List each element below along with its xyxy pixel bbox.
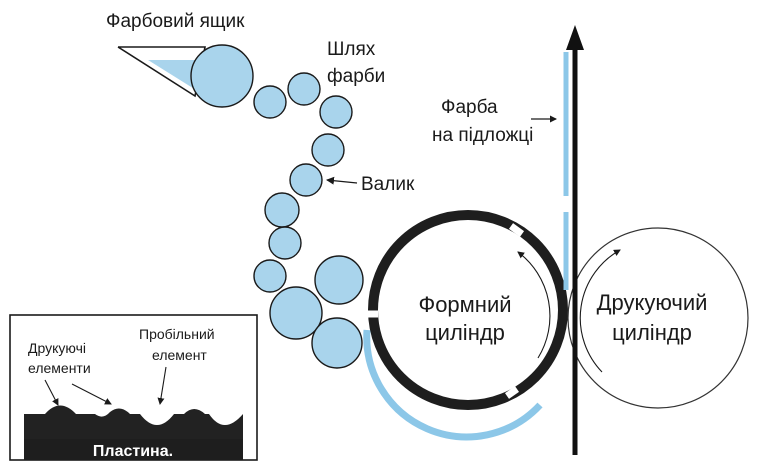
plate-cylinder-body (368, 210, 568, 410)
ink-path-label-1: Шлях (327, 39, 376, 60)
non-printing-element-arrow (157, 366, 167, 405)
ink-roller (253, 85, 287, 119)
ink-rollers (190, 44, 364, 369)
ink-roller (268, 226, 302, 260)
impression-cylinder-label-2: циліндр (612, 320, 692, 345)
printing-element-arrow (71, 383, 112, 405)
plate-gap (504, 386, 520, 399)
ink-on-substrate-label-2: на підложці (432, 125, 533, 146)
impression-cylinder-body (567, 227, 749, 409)
ink-roller (264, 192, 300, 228)
plate-cylinder: Формний циліндр (360, 210, 568, 441)
non-printing-element-label-2: елемент (152, 347, 207, 363)
plate-inset: Друкуючі елементи Пробільний елемент Пла… (9, 314, 258, 461)
ink-fountain-ink (148, 60, 196, 90)
rotation-arrow (579, 249, 621, 373)
roller-pointer-arrow (326, 176, 358, 185)
rotation-arrow (517, 251, 551, 359)
plate-cross-section (24, 405, 243, 439)
ink-roller (253, 259, 287, 293)
non-printing-element-label-1: Пробільний (139, 326, 215, 342)
substrate-arrow-head (566, 25, 584, 50)
printing-element-arrow (44, 379, 59, 406)
impression-cylinder-label-1: Друкуючий (597, 290, 708, 315)
ink-path-label-2: фарби (327, 66, 385, 87)
form-roller (314, 255, 364, 305)
substrate-path (563, 25, 584, 455)
plate-cylinder-label-1: Формний (418, 292, 511, 317)
ink-fountain-label: Фарбовий ящик (106, 11, 245, 32)
ink-roller (319, 95, 353, 129)
form-roller (269, 286, 323, 340)
plate-caption-bar (24, 439, 243, 460)
plate-caption: Пластина. (93, 443, 173, 460)
ink-roller (289, 163, 323, 197)
printing-elements-label-2: елементи (28, 360, 91, 376)
ink-on-substrate-label-1: Фарба (441, 97, 498, 118)
plate-gap (508, 223, 525, 237)
fountain-roller (190, 44, 254, 108)
ink-roller (287, 72, 321, 106)
impression-cylinder: Друкуючий циліндр (567, 227, 749, 409)
form-roller (311, 317, 363, 369)
plate-cylinder-ink-layer (363, 329, 543, 441)
plate-cylinder-label-2: циліндр (425, 320, 505, 345)
printing-elements-label-1: Друкуючі (28, 340, 86, 356)
ink-roller (311, 133, 345, 167)
roller-label: Валик (361, 174, 415, 195)
